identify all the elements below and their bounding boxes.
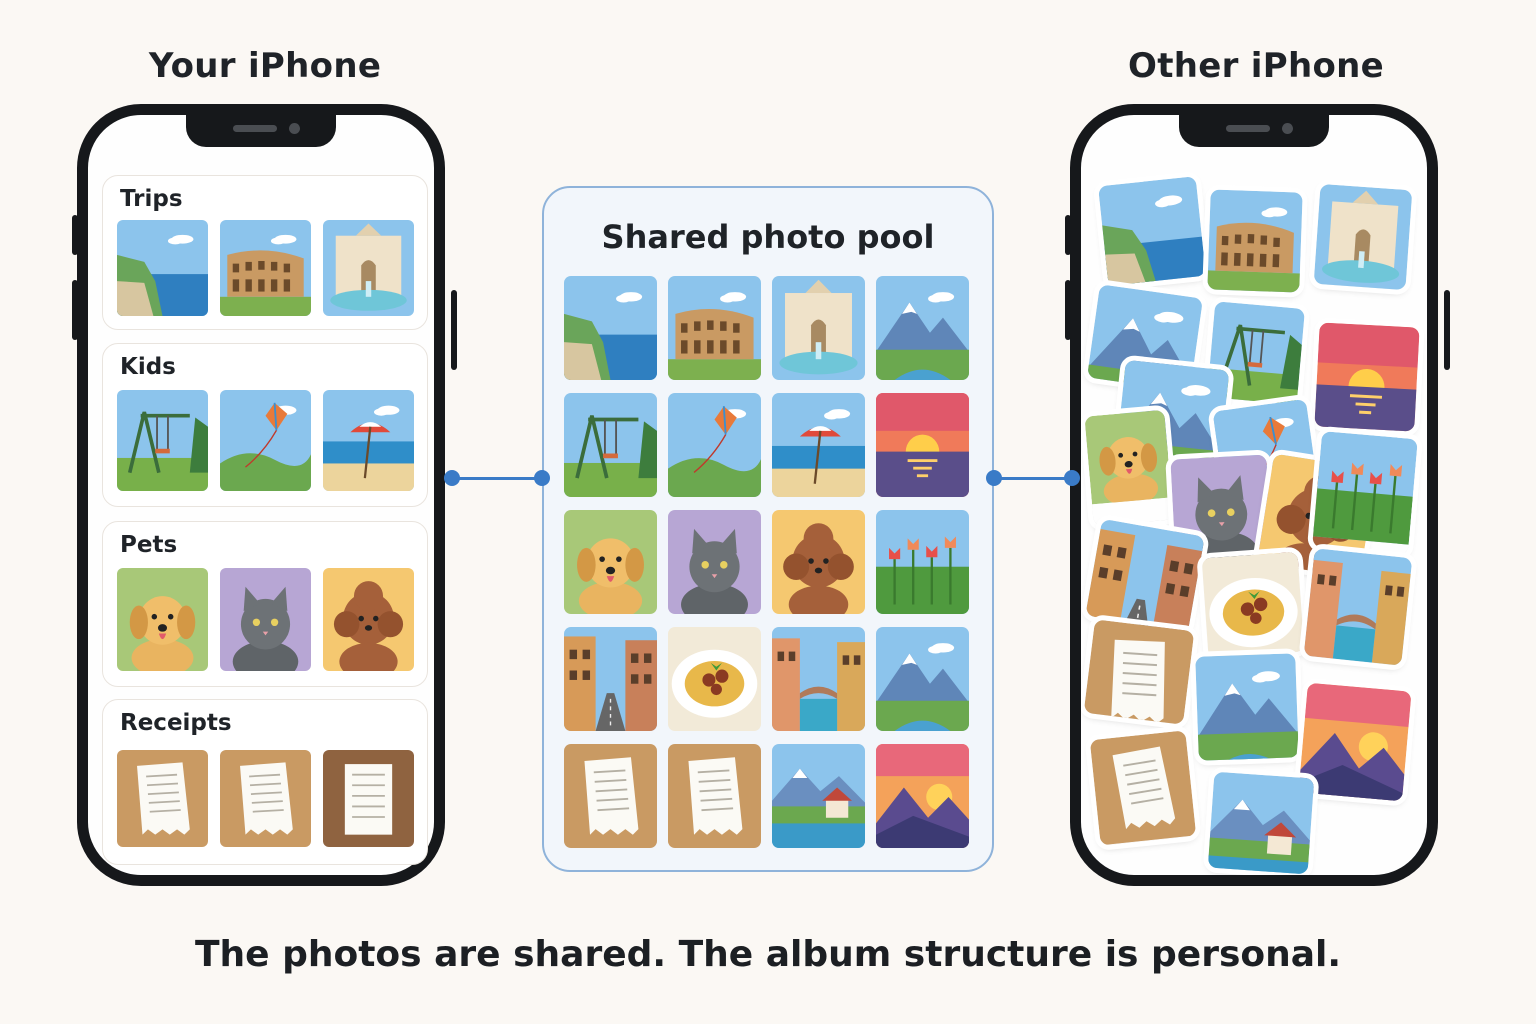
- right-heading: Other iPhone: [1127, 46, 1385, 86]
- photo-beach[interactable]: [323, 390, 414, 491]
- photo-sunset-mountain[interactable]: [876, 744, 969, 848]
- photo-receipt[interactable]: [117, 750, 208, 847]
- other-iphone-screen: [1081, 115, 1427, 875]
- photo-dog[interactable]: [1084, 409, 1173, 527]
- photo-sunset-mountain[interactable]: [1298, 682, 1412, 802]
- left-heading: Your iPhone: [148, 46, 382, 86]
- camera-icon: [289, 123, 300, 134]
- album-photo-row: [117, 390, 414, 491]
- photo-sunset[interactable]: [876, 393, 969, 497]
- photo-fountain[interactable]: [323, 220, 414, 316]
- photo-dog[interactable]: [117, 568, 208, 671]
- volume-up-button: [1065, 280, 1071, 340]
- photo-street[interactable]: [1085, 518, 1205, 634]
- photo-mountain[interactable]: [1195, 653, 1299, 761]
- photo-beach[interactable]: [772, 393, 865, 497]
- pool-grid: [564, 276, 969, 848]
- photo-cat[interactable]: [220, 568, 311, 671]
- photo-canal[interactable]: [1303, 548, 1413, 666]
- photo-swing[interactable]: [1206, 301, 1306, 405]
- photo-tulips[interactable]: [1312, 431, 1418, 555]
- album-card[interactable]: Receipts: [102, 699, 428, 865]
- connector-dot: [444, 470, 460, 486]
- photo-receipt[interactable]: [1083, 619, 1195, 725]
- caption: The photos are shared. The album structu…: [194, 934, 1342, 975]
- photo-mountain[interactable]: [876, 276, 969, 380]
- photo-kite[interactable]: [220, 390, 311, 491]
- album-title: Kids: [120, 354, 176, 380]
- photo-dog[interactable]: [564, 510, 657, 614]
- shared-photo-pool: Shared photo pool: [542, 186, 994, 872]
- photo-mountain[interactable]: [876, 627, 969, 731]
- photo-sunset[interactable]: [1314, 322, 1420, 432]
- side-button: [72, 215, 78, 255]
- pool-title: Shared photo pool: [601, 218, 935, 256]
- album-title: Receipts: [120, 710, 232, 736]
- photo-swing[interactable]: [564, 393, 657, 497]
- album-photo-row: [117, 220, 414, 316]
- volume-up-button: [72, 280, 78, 340]
- photo-coast[interactable]: [564, 276, 657, 380]
- connector-dot: [1064, 470, 1080, 486]
- photo-pasta[interactable]: [668, 627, 761, 731]
- photo-village[interactable]: [772, 744, 865, 848]
- photo-poodle[interactable]: [772, 510, 865, 614]
- album-card[interactable]: Trips: [102, 175, 428, 330]
- photo-poodle[interactable]: [323, 568, 414, 671]
- album-card[interactable]: Pets: [102, 521, 428, 687]
- photo-colosseum[interactable]: [220, 220, 311, 316]
- photo-coast[interactable]: [1098, 176, 1206, 286]
- album-title: Pets: [120, 532, 178, 558]
- photo-receipt[interactable]: [1089, 730, 1197, 846]
- other-iphone: [1070, 104, 1438, 886]
- photo-cat[interactable]: [668, 510, 761, 614]
- photo-colosseum[interactable]: [1207, 189, 1303, 293]
- photo-fountain[interactable]: [1313, 183, 1413, 291]
- photo-swing[interactable]: [117, 390, 208, 491]
- album-photo-row: [117, 568, 414, 671]
- connector-dot: [534, 470, 550, 486]
- album-photo-row: [117, 750, 414, 847]
- photo-kite[interactable]: [668, 393, 761, 497]
- power-button: [451, 290, 457, 370]
- photo-canal[interactable]: [772, 627, 865, 731]
- notch: [1179, 113, 1329, 147]
- speaker-icon: [1226, 125, 1270, 132]
- photo-village[interactable]: [1207, 771, 1315, 875]
- photo-street[interactable]: [564, 627, 657, 731]
- album-title: Trips: [120, 186, 183, 212]
- photo-pasta[interactable]: [1201, 551, 1305, 659]
- photo-receipt[interactable]: [220, 750, 311, 847]
- notch: [186, 113, 336, 147]
- side-button: [1065, 215, 1071, 255]
- connector-right: [994, 477, 1072, 480]
- power-button: [1444, 290, 1450, 370]
- photo-colosseum[interactable]: [668, 276, 761, 380]
- connector-dot: [986, 470, 1002, 486]
- photo-fountain[interactable]: [772, 276, 865, 380]
- photo-receipt[interactable]: [564, 744, 657, 848]
- speaker-icon: [233, 125, 277, 132]
- photo-receipt-dark[interactable]: [323, 750, 414, 847]
- photo-coast[interactable]: [117, 220, 208, 316]
- photo-tulips[interactable]: [876, 510, 969, 614]
- connector-left: [452, 477, 542, 480]
- camera-icon: [1282, 123, 1293, 134]
- photo-receipt[interactable]: [668, 744, 761, 848]
- album-card[interactable]: Kids: [102, 343, 428, 507]
